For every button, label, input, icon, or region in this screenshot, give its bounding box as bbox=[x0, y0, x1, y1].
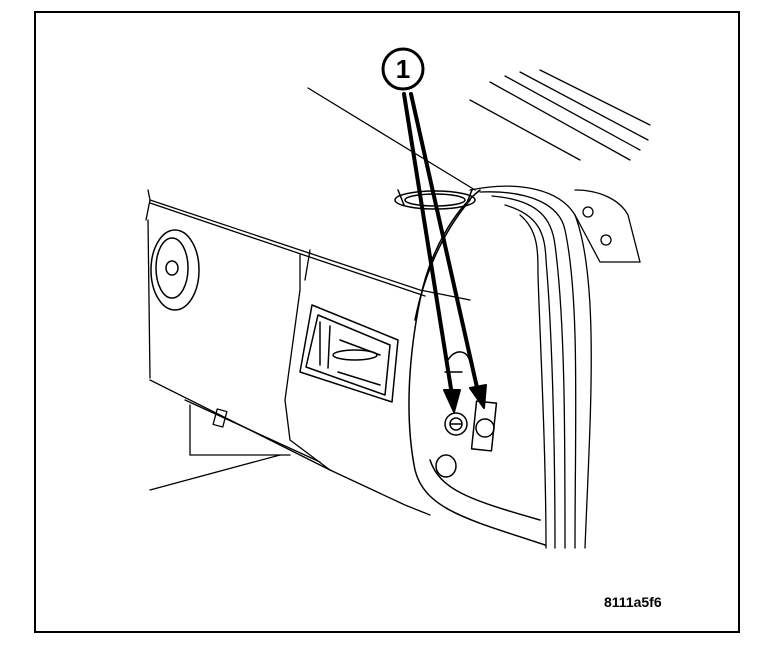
illustration-frame bbox=[34, 11, 740, 633]
round-vent bbox=[150, 229, 200, 311]
callout-number: 1 bbox=[395, 54, 411, 84]
figure-id: 8111a5f6 bbox=[604, 594, 662, 610]
dashboard-body bbox=[145, 189, 471, 516]
dash-end-panel bbox=[394, 189, 546, 546]
fasteners bbox=[435, 351, 498, 478]
windshield-lines bbox=[307, 69, 651, 191]
callout-arrows bbox=[402, 92, 487, 413]
a-pillar-trim bbox=[469, 185, 641, 549]
callout-circle bbox=[381, 47, 425, 91]
rectangular-vent bbox=[299, 304, 399, 403]
